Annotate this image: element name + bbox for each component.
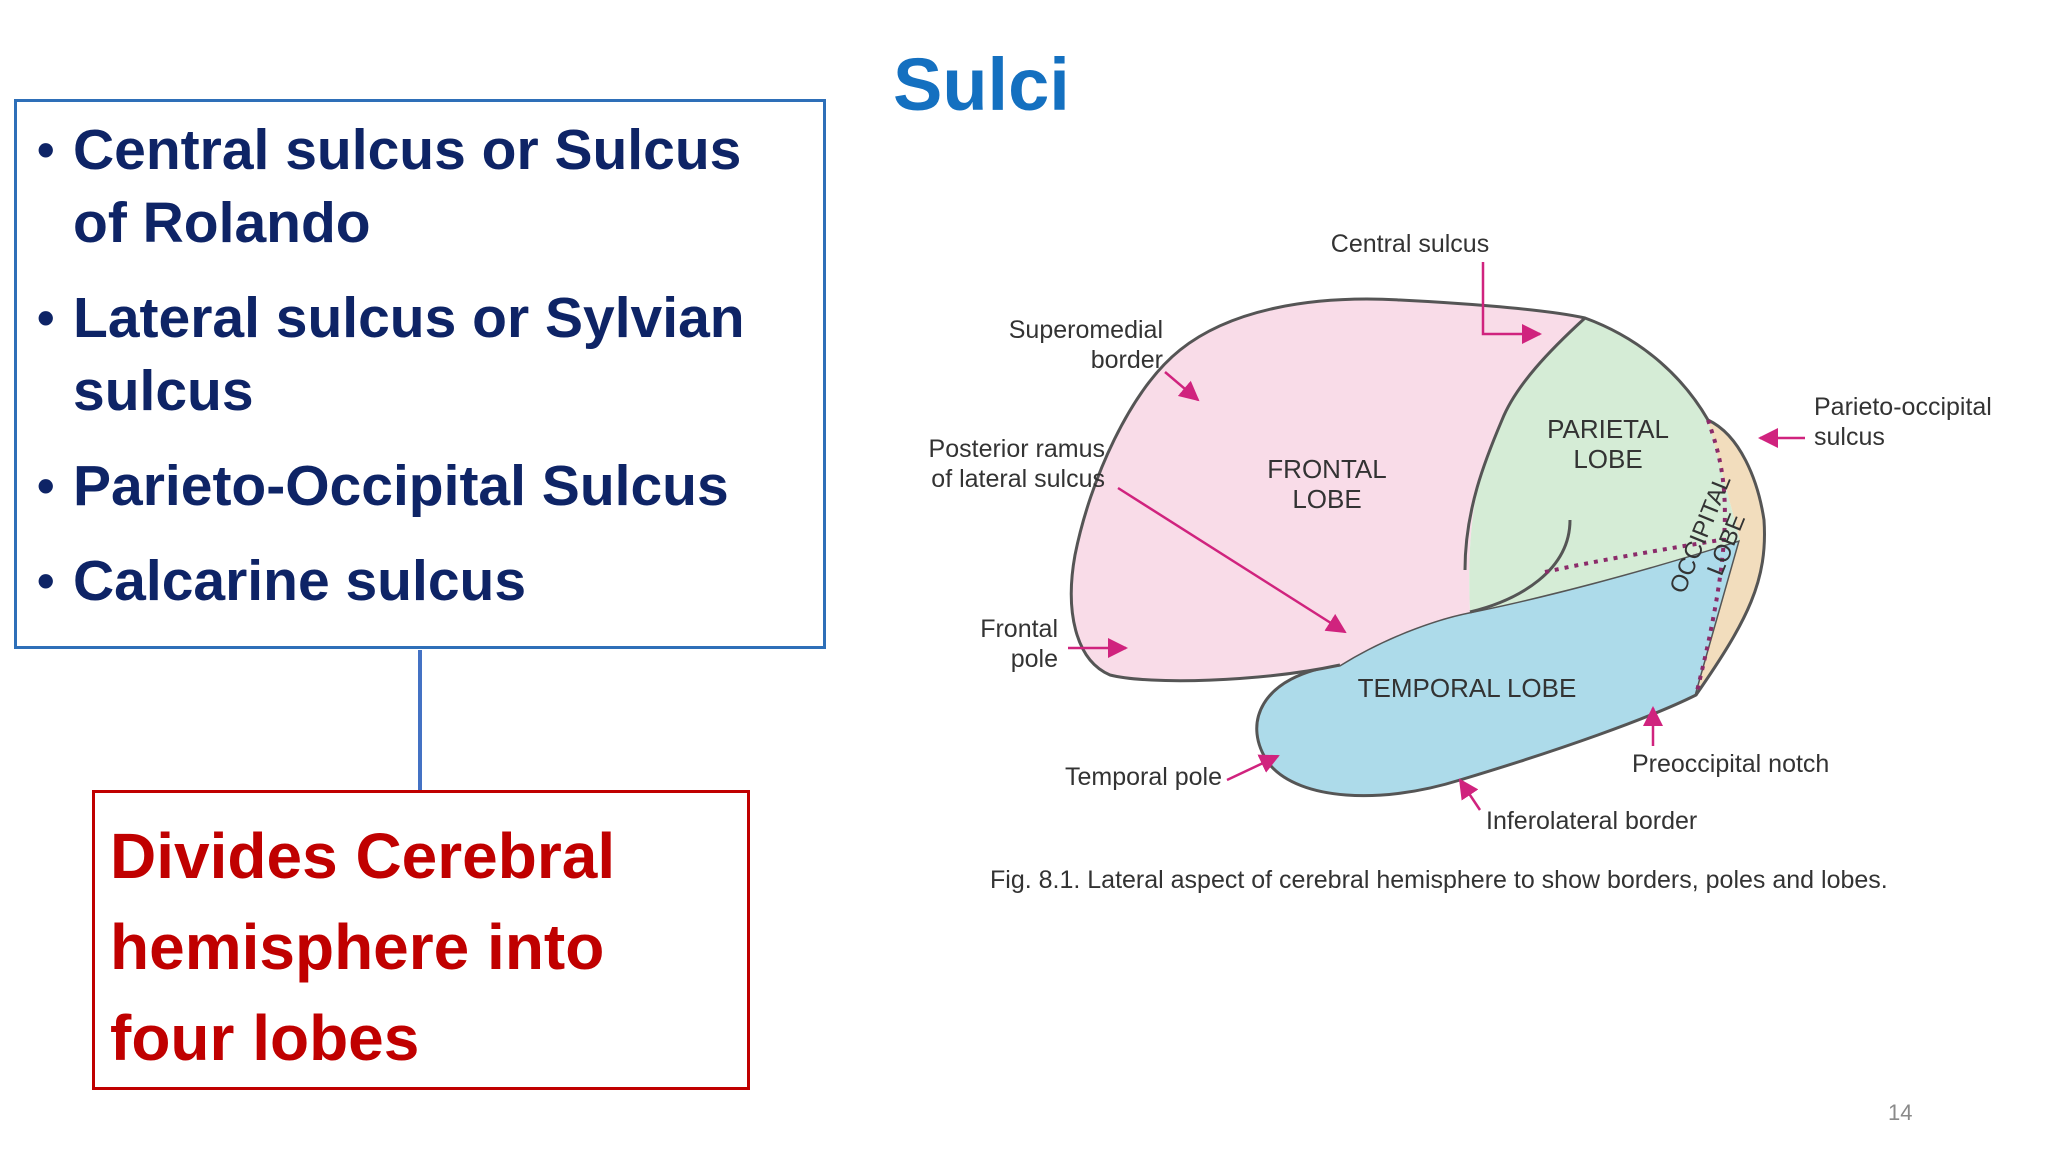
- list-item-text: Calcarine sulcus: [73, 549, 527, 613]
- inferolateral-border-arrow: [1458, 778, 1482, 811]
- posterior-ramus-line: [1469, 519, 1572, 614]
- superomedial-label-1: Superomedial: [1009, 316, 1163, 344]
- hemisphere-outline: [1069, 297, 1766, 696]
- parieto-occipital-label-2: sulcus: [1814, 423, 1885, 451]
- page-number: 14: [1888, 1100, 1913, 1125]
- occipital-lobe-region: [1696, 420, 1765, 695]
- parietal-lobe-label-1: PARIETAL: [1547, 414, 1669, 444]
- bullet-icon: •: [37, 290, 55, 346]
- superomedial-label-2: border: [1091, 346, 1163, 374]
- posterior-ramus-label-1: Posterior ramus: [929, 435, 1105, 463]
- frontal-lobe-label-1: FRONTAL: [1267, 454, 1386, 484]
- frontal-pole-label-1: Frontal: [980, 615, 1058, 643]
- inferolateral-border-label: Inferolateral border: [1486, 807, 1697, 835]
- frontal-pole-label-2: pole: [1011, 645, 1058, 673]
- parieto-occipital-label-1: Parieto-occipital: [1814, 393, 1992, 421]
- parietal-lobe-label-2: LOBE: [1573, 444, 1642, 474]
- sulci-list: • Central sulcus or Sulcus of Rolando • La…: [33, 114, 803, 640]
- brain-diagram: FRONTAL LOBE PARIETAL LOBE TEMPORAL LOBE…: [929, 230, 1992, 894]
- list-item-text: Parieto-Occipital Sulcus: [73, 454, 729, 518]
- parieto-occipital-boundary: [1694, 419, 1727, 696]
- bullet-icon: •: [37, 553, 55, 609]
- sulci-list-box: • Central sulcus or Sulcus of Rolando • La…: [14, 99, 826, 649]
- central-sulcus-arrow: [1481, 262, 1542, 344]
- list-item-text: Central sulcus or Sulcus of Rolando: [73, 118, 742, 255]
- result-box: Divides Cerebral hemisphere into four lo…: [92, 790, 750, 1090]
- frontal-lobe-label-2: LOBE: [1292, 484, 1361, 514]
- temporal-pole-label: Temporal pole: [1065, 763, 1222, 791]
- list-item: • Calcarine sulcus: [33, 545, 803, 618]
- connector-line: [418, 650, 422, 790]
- preoccipital-notch-label: Preoccipital notch: [1632, 750, 1829, 778]
- list-item: • Lateral sulcus or Sylvian sulcus: [33, 282, 803, 428]
- posterior-ramus-arrow: [1117, 486, 1347, 634]
- brain-lateral-figure: FRONTAL LOBE PARIETAL LOBE TEMPORAL LOBE…: [880, 220, 2040, 920]
- bullet-icon: •: [37, 122, 55, 178]
- bullet-icon: •: [37, 458, 55, 514]
- slide-title: Sulci: [893, 43, 1070, 126]
- parietal-lobe-region: [1469, 318, 1740, 612]
- central-sulcus-label: Central sulcus: [1331, 230, 1489, 258]
- list-item: • Central sulcus or Sulcus of Rolando: [33, 114, 803, 260]
- list-item: • Parieto-Occipital Sulcus: [33, 450, 803, 523]
- central-sulcus-line: [1463, 316, 1587, 571]
- list-item-text: Lateral sulcus or Sylvian sulcus: [73, 286, 745, 423]
- result-text: Divides Cerebral hemisphere into four lo…: [110, 820, 616, 1074]
- temporal-pole-arrow: [1226, 754, 1280, 782]
- posterior-ramus-label-2: of lateral sulcus: [931, 465, 1105, 493]
- figure-caption: Fig. 8.1. Lateral aspect of cerebral hem…: [990, 866, 1888, 894]
- temporal-occipital-boundary: [1544, 538, 1721, 574]
- superomedial-arrow: [1164, 371, 1200, 402]
- temporal-lobe-label: TEMPORAL LOBE: [1358, 673, 1577, 703]
- frontal-lobe-region: [1071, 299, 1585, 681]
